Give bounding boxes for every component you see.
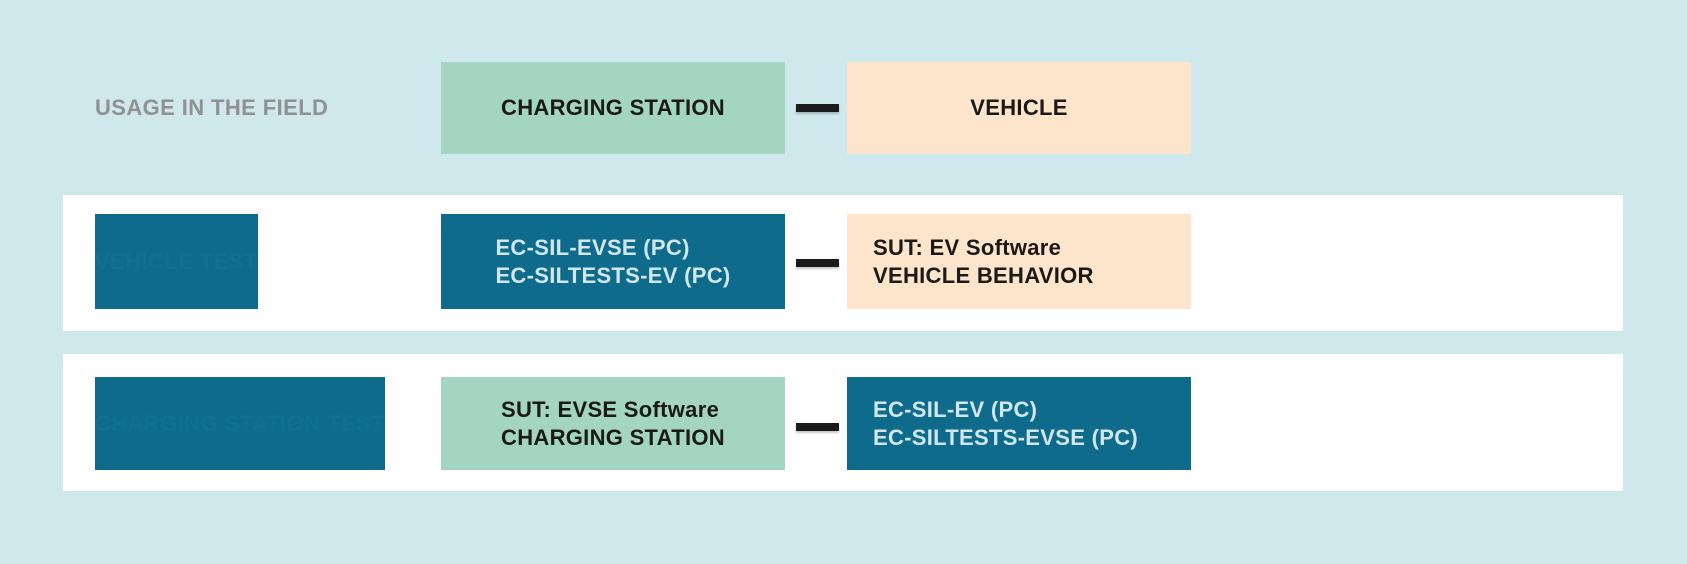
sut-ev-software-box: SUT: EV Software VEHICLE BEHAVIOR	[847, 214, 1191, 309]
box-line: CHARGING STATION	[501, 424, 725, 450]
charging-station-box: CHARGING STATION	[441, 62, 785, 154]
box-line: EC-SILTESTS-EVSE (PC)	[873, 424, 1139, 450]
box-line: CHARGING STATION	[501, 95, 725, 120]
row-label-charging-station-test: CHARGING STATION TEST	[95, 377, 385, 470]
connector-line	[796, 423, 839, 431]
vehicle-test-band	[63, 195, 1623, 331]
connector-line	[796, 259, 839, 267]
box-line: EC-SIL-EV (PC)	[873, 396, 1038, 422]
box-line: EC-SILTESTS-EV (PC)	[495, 262, 731, 288]
box-line: SUT: EV Software	[873, 234, 1062, 260]
box-line: SUT: EVSE Software	[501, 396, 720, 422]
box-line: VEHICLE	[970, 95, 1068, 120]
box-line: VEHICLE BEHAVIOR	[873, 262, 1094, 288]
row-label-usage-in-the-field: USAGE IN THE FIELD	[95, 62, 328, 154]
row-label-text: CHARGING STATION TEST	[95, 410, 385, 436]
box-text: SUT: EV Software VEHICLE BEHAVIOR	[873, 234, 1094, 290]
row-label-text: USAGE IN THE FIELD	[95, 95, 329, 120]
box-text: CHARGING STATION	[501, 94, 725, 122]
row-label-vehicle-test: VEHICLE TEST	[95, 214, 258, 309]
ec-sil-evse-box: EC-SIL-EVSE (PC) EC-SILTESTS-EV (PC)	[441, 214, 785, 309]
vehicle-box: VEHICLE	[847, 62, 1191, 154]
row-label-text: VEHICLE TEST	[95, 248, 258, 274]
box-text: VEHICLE	[970, 94, 1067, 122]
sut-evse-software-box: SUT: EVSE Software CHARGING STATION	[441, 377, 785, 470]
box-text: EC-SIL-EVSE (PC) EC-SILTESTS-EV (PC)	[495, 234, 730, 290]
connector-line	[796, 104, 839, 112]
ec-sil-ev-box: EC-SIL-EV (PC) EC-SILTESTS-EVSE (PC)	[847, 377, 1191, 470]
box-text: EC-SIL-EV (PC) EC-SILTESTS-EVSE (PC)	[873, 396, 1138, 452]
box-line: EC-SIL-EVSE (PC)	[495, 234, 690, 260]
box-text: SUT: EVSE Software CHARGING STATION	[501, 396, 725, 452]
